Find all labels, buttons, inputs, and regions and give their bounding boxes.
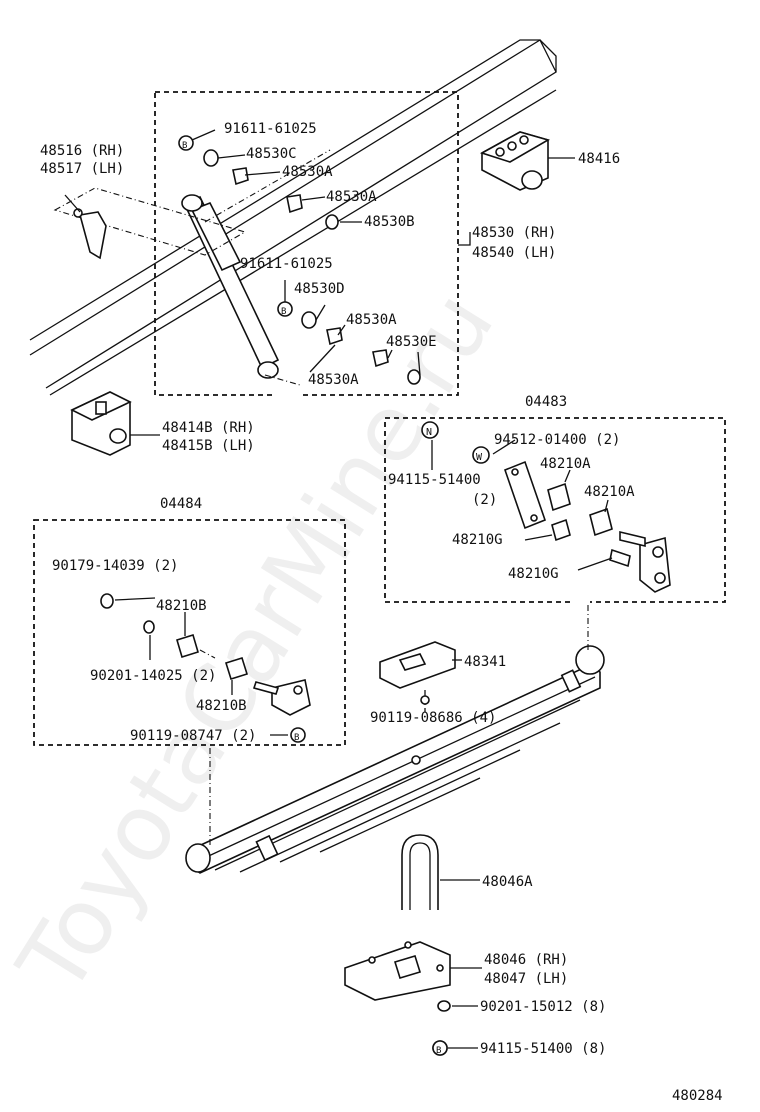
b-symbol-text: B (436, 1046, 441, 1056)
b-symbol-icon (277, 301, 293, 317)
label-90179: 90179-14039 (2) (52, 558, 178, 574)
label-91611-mid: 91611-61025 (240, 256, 333, 272)
label-48530b: 48530B (364, 214, 415, 230)
leader-lines (64, 129, 613, 1049)
shackle-kit-04483-parts (503, 460, 671, 593)
leaf-spring (185, 645, 605, 874)
label-48416: 48416 (578, 151, 620, 167)
spring-plate (379, 641, 456, 705)
label-48341: 48341 (464, 654, 506, 670)
label-48415b: 48415B (LH) (162, 438, 255, 454)
n-symbol-text: N (426, 427, 432, 438)
label-48210a-2: 48210A (584, 484, 635, 500)
circled-symbols: B B N W B B (178, 135, 490, 1056)
label-90201-a: 90201-14025 (2) (90, 668, 216, 684)
label-48414b: 48414B (RH) (162, 420, 255, 436)
part-labels: 48516 (RH) 48517 (LH) 91611-61025 48530C… (40, 121, 723, 1104)
label-48530a-4: 48530A (308, 372, 359, 388)
b-symbol-text: B (182, 141, 187, 151)
label-48210a-1: 48210A (540, 456, 591, 472)
label-94115-a-qty: (2) (472, 492, 497, 508)
label-48530a-3: 48530A (346, 312, 397, 328)
label-48540: 48540 (LH) (472, 245, 556, 261)
b-symbol-icon (290, 727, 306, 743)
diagram-code: 480284 (672, 1088, 723, 1104)
label-48516: 48516 (RH) (40, 143, 124, 159)
label-04483: 04483 (525, 394, 567, 410)
bumper-stopper (53, 187, 247, 260)
label-48046a: 48046A (482, 874, 533, 890)
frame-rail (29, 39, 557, 396)
label-94115-a: 94115-51400 (388, 472, 481, 488)
shock-lower-bracket (70, 391, 132, 456)
b-symbol-icon (432, 1040, 448, 1056)
label-48530e: 48530E (386, 334, 437, 350)
label-48046: 48046 (RH) (484, 952, 568, 968)
label-90119-b: 90119-08686 (4) (370, 710, 496, 726)
b-symbol-text: B (281, 307, 286, 317)
label-94512: 94512-01400 (2) (494, 432, 620, 448)
spring-seat (344, 941, 451, 1001)
label-48210b-1: 48210B (156, 598, 207, 614)
label-90119-a: 90119-08747 (2) (130, 728, 256, 744)
shock-absorber-group-box (154, 91, 459, 396)
b-symbol-icon (178, 135, 194, 151)
shock-bushings (203, 149, 421, 385)
label-48530c: 48530C (246, 146, 297, 162)
u-bolt (401, 834, 439, 910)
label-90201-b: 90201-15012 (8) (480, 999, 606, 1015)
spring-hanger-bracket (479, 131, 551, 191)
label-48530a-2: 48530A (326, 189, 377, 205)
label-48210b-2: 48210B (196, 698, 247, 714)
shackle-kit-04484-parts (100, 593, 311, 716)
label-48210g-2: 48210G (508, 566, 559, 582)
w-symbol-icon (472, 446, 490, 464)
label-48530d: 48530D (294, 281, 345, 297)
label-48210g-1: 48210G (452, 532, 503, 548)
shackle-kit-04484-box (33, 519, 346, 746)
w-symbol-text: W (476, 452, 483, 463)
shackle-kit-04483-box (384, 417, 726, 603)
b-symbol-text: B (294, 733, 299, 743)
label-48047: 48047 (LH) (484, 971, 568, 987)
label-48517: 48517 (LH) (40, 161, 124, 177)
label-94115-b: 94115-51400 (8) (480, 1041, 606, 1057)
label-91611-top: 91611-61025 (224, 121, 317, 137)
label-48530: 48530 (RH) (472, 225, 556, 241)
n-symbol-icon (421, 421, 439, 439)
label-04484: 04484 (160, 496, 202, 512)
label-48530a-1: 48530A (282, 164, 333, 180)
guide-lines (199, 605, 589, 845)
